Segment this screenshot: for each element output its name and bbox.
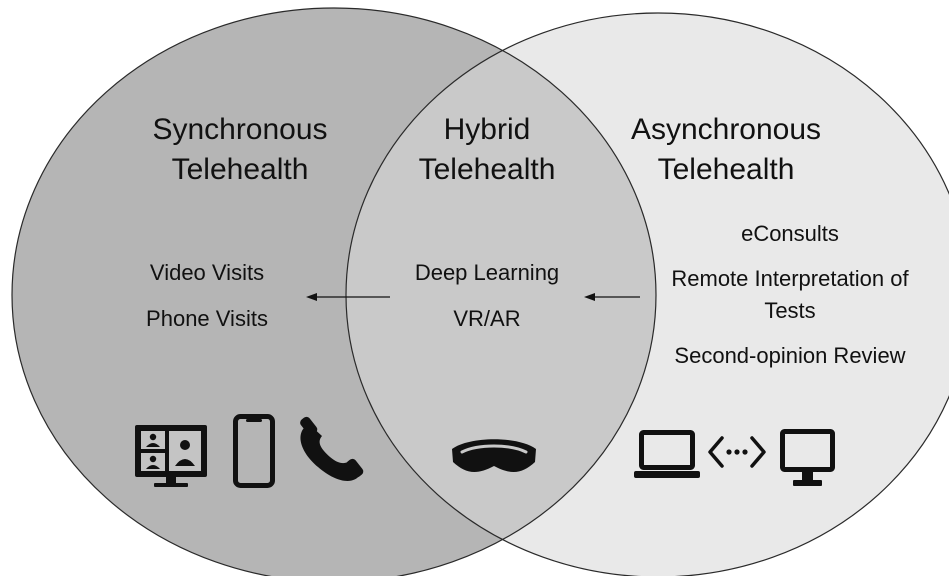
laptop-icon xyxy=(634,430,700,478)
asynchronous-item-econsults: eConsults xyxy=(741,221,839,246)
asynchronous-item-second-opinion: Second-opinion Review xyxy=(674,343,906,368)
synchronous-title-line2: Telehealth xyxy=(171,153,309,186)
synchronous-item-video-visits: Video Visits xyxy=(149,260,265,285)
synchronous-title-line1: Synchronous xyxy=(152,113,328,146)
phone-handset-icon xyxy=(300,416,364,481)
arrow-asynchronous-to-hybrid xyxy=(584,293,640,301)
hybrid-item-deep-learning: Deep Learning xyxy=(414,260,560,285)
asynchronous-item-remote-interpretation: Remote Interpretation of xyxy=(671,266,909,291)
hybrid-title-line2: Telehealth xyxy=(418,153,556,186)
smartphone-icon xyxy=(233,414,275,488)
asynchronous-title-line2: Telehealth xyxy=(657,153,795,186)
video-conference-monitor-icon xyxy=(135,425,207,487)
arrow-hybrid-to-synchronous xyxy=(306,293,390,301)
synchronous-title: Synchronous Telehealth xyxy=(140,110,340,190)
vr-headset-icon xyxy=(452,439,536,472)
hybrid-title-line1: Hybrid xyxy=(443,113,531,146)
hybrid-title: Hybrid Telehealth xyxy=(387,110,587,190)
hybrid-item-vr-ar: VR/AR xyxy=(453,306,521,331)
desktop-monitor-icon xyxy=(780,429,835,486)
asynchronous-title-line1: Asynchronous xyxy=(630,113,822,146)
data-exchange-icon xyxy=(708,436,766,468)
synchronous-item-phone-visits: Phone Visits xyxy=(146,306,268,331)
hybrid-overlap xyxy=(346,13,656,576)
asynchronous-title: Asynchronous Telehealth xyxy=(601,110,851,190)
asynchronous-item-tests: Tests xyxy=(764,298,816,323)
